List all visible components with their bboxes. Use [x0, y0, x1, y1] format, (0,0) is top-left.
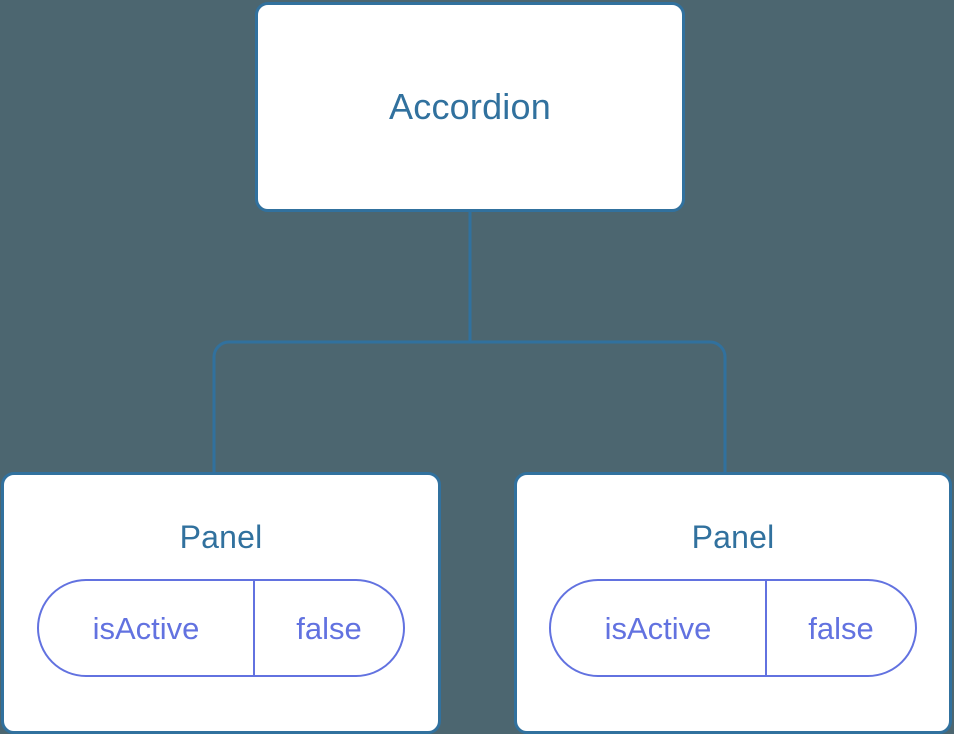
node-panel-right-label: Panel [691, 519, 775, 555]
node-accordion-label: Accordion [389, 86, 551, 127]
node-panel-left[interactable]: Panel isActive false [1, 472, 441, 734]
state-value-isactive: false [808, 610, 874, 646]
state-key-isactive: isActive [551, 581, 767, 675]
node-panel-right[interactable]: Panel isActive false [514, 472, 952, 734]
state-badge-panel-left[interactable]: isActive false [37, 579, 405, 677]
edge-accordion-to-panel-left [212, 340, 470, 476]
state-badge-panel-right[interactable]: isActive false [549, 579, 917, 677]
state-value-isactive: false [296, 610, 362, 646]
state-key-isactive: isActive [39, 581, 255, 675]
node-accordion[interactable]: Accordion [255, 2, 685, 212]
edge-accordion-to-panel-right [470, 340, 727, 476]
node-panel-left-label: Panel [179, 519, 263, 555]
